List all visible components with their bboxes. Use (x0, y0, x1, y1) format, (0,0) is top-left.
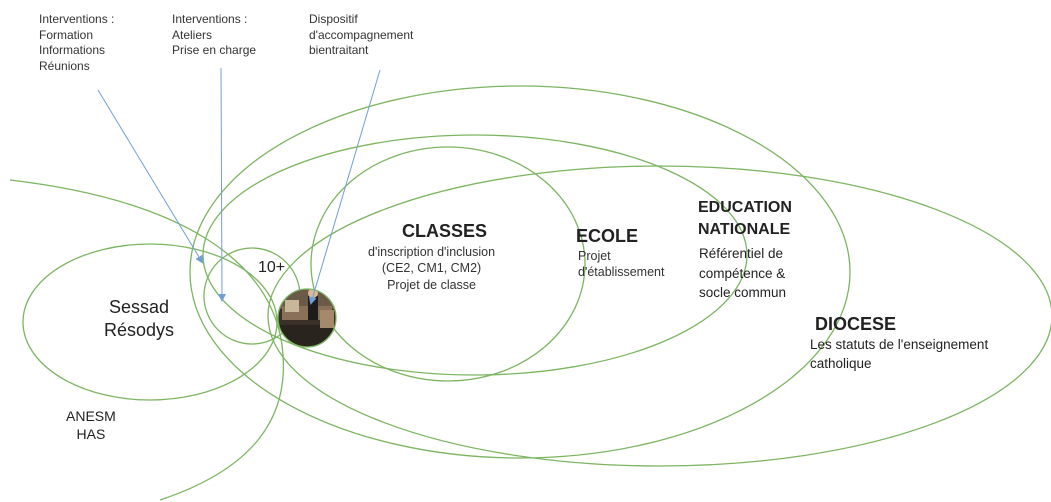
education-line: compétence & (699, 265, 786, 281)
annotation-interventions-ateliers: Interventions : Ateliers Prise en charge (172, 12, 256, 59)
anesm-line: ANESM (66, 408, 116, 424)
sessad-line: Sessad (108, 297, 170, 317)
education-line: socle commun (699, 285, 787, 301)
ten-plus-label: 10+ (258, 259, 286, 276)
education-nationale-title: EDUCATION NATIONALE (698, 197, 792, 240)
classes-description: d'inscription d'inclusion (CE2, CM1, CM2… (368, 244, 495, 293)
diocese-line: catholique (810, 355, 872, 371)
classroom-photo-icon (277, 288, 337, 348)
ecole-line: d'établissement (578, 265, 665, 280)
annotation-line: Formation (39, 27, 94, 42)
arrow-dispositif (308, 69, 381, 305)
education-title-line: EDUCATION (698, 199, 792, 216)
arrow-ateliers (217, 67, 226, 302)
classes-line: d'inscription d'inclusion (368, 245, 496, 259)
sessad-label: Sessad Résodys (104, 296, 174, 343)
annotation-line: Réunions (39, 58, 90, 73)
diocese-title: DIOCESE (815, 314, 897, 334)
classes-line: (CE2, CM1, CM2) (381, 261, 482, 276)
annotation-interventions-formation: Interventions : Formation Informations R… (39, 12, 114, 74)
annotation-line: bientraitant (309, 43, 369, 58)
arrow-formation (97, 89, 204, 264)
annotation-line: Dispositif (309, 12, 358, 26)
sessad-line: Résodys (104, 320, 175, 341)
annotation-line: d'accompagnement (309, 27, 414, 42)
anesm-line: HAS (76, 426, 106, 443)
ecole-line: Projet (578, 249, 611, 263)
education-title-line: NATIONALE (698, 220, 791, 238)
education-nationale-ellipse (189, 85, 851, 459)
anesm-has-curve (9, 179, 284, 501)
diocese-ellipse (267, 165, 1051, 467)
education-line: Référentiel de (699, 246, 784, 261)
ecole-title: ECOLE (576, 226, 639, 246)
diocese-line: Les statuts de l'enseignement (810, 337, 989, 352)
annotation-line: Ateliers (172, 27, 213, 42)
anesm-has-label: ANESM HAS (66, 407, 116, 443)
education-nationale-description: Référentiel de compétence & socle commun (699, 244, 786, 303)
annotation-dispositif: Dispositif d'accompagnement bientraitant (309, 12, 413, 59)
annotation-line: Interventions : (172, 12, 248, 26)
annotation-line: Interventions : (39, 12, 115, 26)
diocese-description: Les statuts de l'enseignement catholique (810, 336, 988, 374)
classes-ellipse (310, 146, 586, 382)
annotation-line: Informations (39, 43, 106, 58)
annotation-line: Prise en charge (172, 43, 257, 58)
classes-title: CLASSES (402, 221, 488, 241)
classes-line: Projet de classe (387, 277, 476, 292)
ecole-description: Projet d'établissement (578, 248, 664, 281)
